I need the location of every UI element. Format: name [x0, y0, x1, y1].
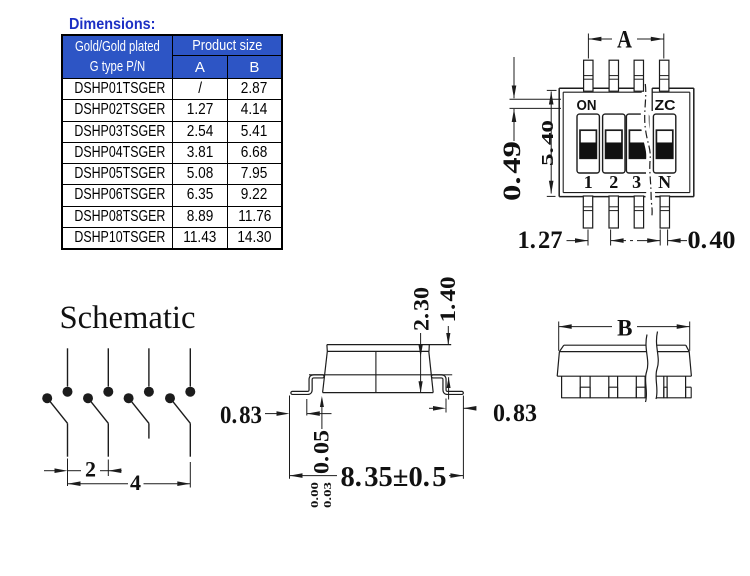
svg-text:8. 35±0. 5: 8. 35±0. 5	[341, 462, 447, 493]
svg-text:0. 83: 0. 83	[493, 400, 537, 427]
svg-text:0. 40: 0. 40	[688, 227, 736, 254]
svg-text:2: 2	[85, 457, 96, 482]
svg-text:2: 2	[609, 172, 618, 192]
svg-text:5. 40: 5. 40	[538, 120, 557, 166]
svg-text:ON: ON	[577, 98, 597, 114]
svg-text:0.00: 0.00	[310, 482, 321, 508]
svg-text:1. 40: 1. 40	[435, 277, 460, 323]
svg-text:ZC: ZC	[655, 98, 677, 114]
svg-text:2. 30: 2. 30	[408, 287, 433, 331]
svg-text:0. 05: 0. 05	[309, 430, 334, 474]
svg-text:1: 1	[584, 172, 593, 192]
svg-text:A: A	[617, 27, 632, 54]
svg-text:3: 3	[632, 172, 641, 192]
svg-text:Schematic: Schematic	[60, 300, 196, 336]
svg-text:0. 83: 0. 83	[220, 402, 262, 429]
svg-text:N: N	[658, 172, 671, 192]
svg-text:4: 4	[130, 470, 141, 495]
svg-text:1. 27: 1. 27	[518, 227, 563, 254]
svg-text:0. 49: 0. 49	[499, 141, 526, 201]
svg-text:B: B	[617, 316, 632, 341]
svg-text:0.03: 0.03	[323, 482, 334, 508]
